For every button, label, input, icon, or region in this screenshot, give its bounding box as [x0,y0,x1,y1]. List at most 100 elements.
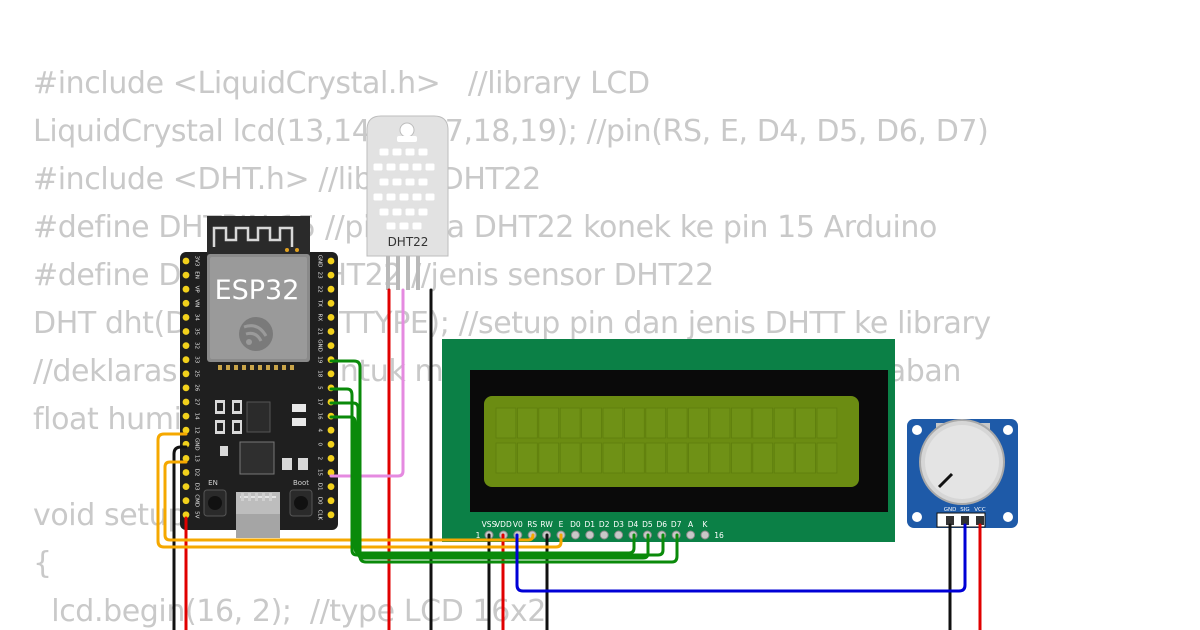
code-line: lcd.begin(16, 2); //type LCD 16x2 [33,594,546,629]
wire-blue-pot-sig [515,523,967,593]
esp32-pin-label: 2 [317,457,323,461]
esp32-pin-label: D2 [194,469,200,477]
lcd-pin[interactable] [570,530,580,540]
esp32-pin[interactable] [182,412,190,420]
esp32-pin[interactable] [327,511,335,519]
boot-button[interactable] [289,489,313,517]
lcd-pin-label: K [703,520,709,529]
en-button[interactable] [203,489,227,517]
esp32-pin[interactable] [327,426,335,434]
esp32-pin[interactable] [182,299,190,307]
esp32-pin[interactable] [182,342,190,349]
esp32-pin-label: EN [194,271,200,279]
esp32-pin-label: RX [317,314,323,322]
esp32-pin-label: 13 [194,455,200,462]
esp32-pin[interactable] [327,285,335,293]
esp32-pin-label: 21 [317,328,323,335]
wire-pink-dht-data [329,288,405,478]
esp32-pin[interactable] [327,440,335,448]
esp32-pin-label: 22 [317,286,323,293]
espressif-logo-icon [239,317,273,351]
lcd-pin[interactable] [585,530,595,540]
esp32-pin-label: 32 [194,342,200,349]
esp32-pin-label: 4 [317,428,323,432]
lcd-pin-label: RS [527,520,537,529]
lcd-pin-label: RW [540,520,553,529]
wire-black-esp-gnd [172,445,188,630]
esp32-pin[interactable] [182,469,190,476]
esp32-pin[interactable] [327,271,335,279]
esp32-pin-label: 5V [194,511,200,518]
esp32-pin[interactable] [327,469,335,476]
wires [156,288,982,630]
esp32-pin-label: 17 [317,399,323,406]
wire-green-d4 [329,415,636,555]
esp32-pin[interactable] [327,314,335,321]
esp32-pin[interactable] [327,483,335,490]
esp32-pin[interactable] [327,497,335,505]
lcd-pin-label: VDD [495,520,512,529]
wire-green-d5 [329,401,650,560]
esp32-pin[interactable] [182,483,190,490]
esp32-pin[interactable] [327,455,335,462]
esp32-pin[interactable] [327,370,335,378]
esp32-pin[interactable] [182,257,190,265]
lcd-pin-label: V0 [513,520,523,529]
esp32-pin[interactable] [327,257,335,265]
esp32-pin-label: 12 [194,427,200,434]
esp32-pin-label: 0 [317,443,323,447]
esp32-pin[interactable] [182,328,190,335]
esp32-pin-label: 19 [317,356,323,363]
wire-green-d7 [329,359,679,564]
esp32-pin-label: 25 [194,370,200,377]
esp32-label: ESP32 [215,275,300,306]
lcd-pin[interactable] [614,530,624,540]
code-line: #include <LiquidCrystal.h> //library LCD [33,66,650,101]
esp32-pin[interactable] [182,285,190,293]
esp32-pin[interactable] [182,398,190,406]
esp32-pin[interactable] [182,271,190,279]
esp32-pin[interactable] [182,384,190,392]
pot-pin[interactable] [976,516,984,525]
esp32-pin[interactable] [182,455,190,462]
lcd-pin[interactable] [599,530,609,540]
esp32-pin[interactable] [182,497,190,505]
lcd-pin[interactable] [700,530,710,540]
esp32-pin-label: GND [194,438,200,451]
lcd-pin-label: D6 [657,520,668,529]
esp32-pin-label: 14 [194,413,200,420]
esp32-pin-label: 35 [194,328,200,335]
esp32-pin-label: 34 [194,314,200,321]
esp32-pin[interactable] [327,328,335,335]
esp32-pin[interactable] [182,426,190,434]
wire-orange-rs-branch [163,460,535,542]
esp32-pin-label: GND [317,339,323,352]
esp32-pin[interactable] [182,314,190,321]
esp32-pin[interactable] [182,511,190,519]
lcd-pin[interactable] [686,530,696,540]
knob-indicator-icon [937,472,954,489]
esp32-pin-label: 27 [194,399,200,406]
esp32-pin-label: D1 [317,483,323,491]
esp32-pin-label: GND [317,255,323,268]
esp32-pin[interactable] [182,356,190,364]
esp32-pin-label: D0 [317,497,323,505]
dht22-label: DHT22 [388,235,429,249]
esp32-pin[interactable] [327,342,335,349]
dht22-sensor[interactable]: DHT22 [366,115,449,290]
pot-pin[interactable] [961,516,969,525]
esp32-pin-label: VP [194,286,200,294]
lcd-pin-label: VSS [482,520,497,529]
esp32-board[interactable]: ESP32 EN [180,216,338,538]
lcd-pin-label: D2 [599,520,610,529]
pot-pin[interactable] [946,516,954,525]
esp32-left-pin-header: 3V3ENVPVN343532332526271412GND13D2D3CMD5… [182,256,200,519]
esp32-pin[interactable] [327,299,335,307]
esp32-pin-label: 15 [317,469,323,476]
esp32-pin[interactable] [182,370,190,378]
